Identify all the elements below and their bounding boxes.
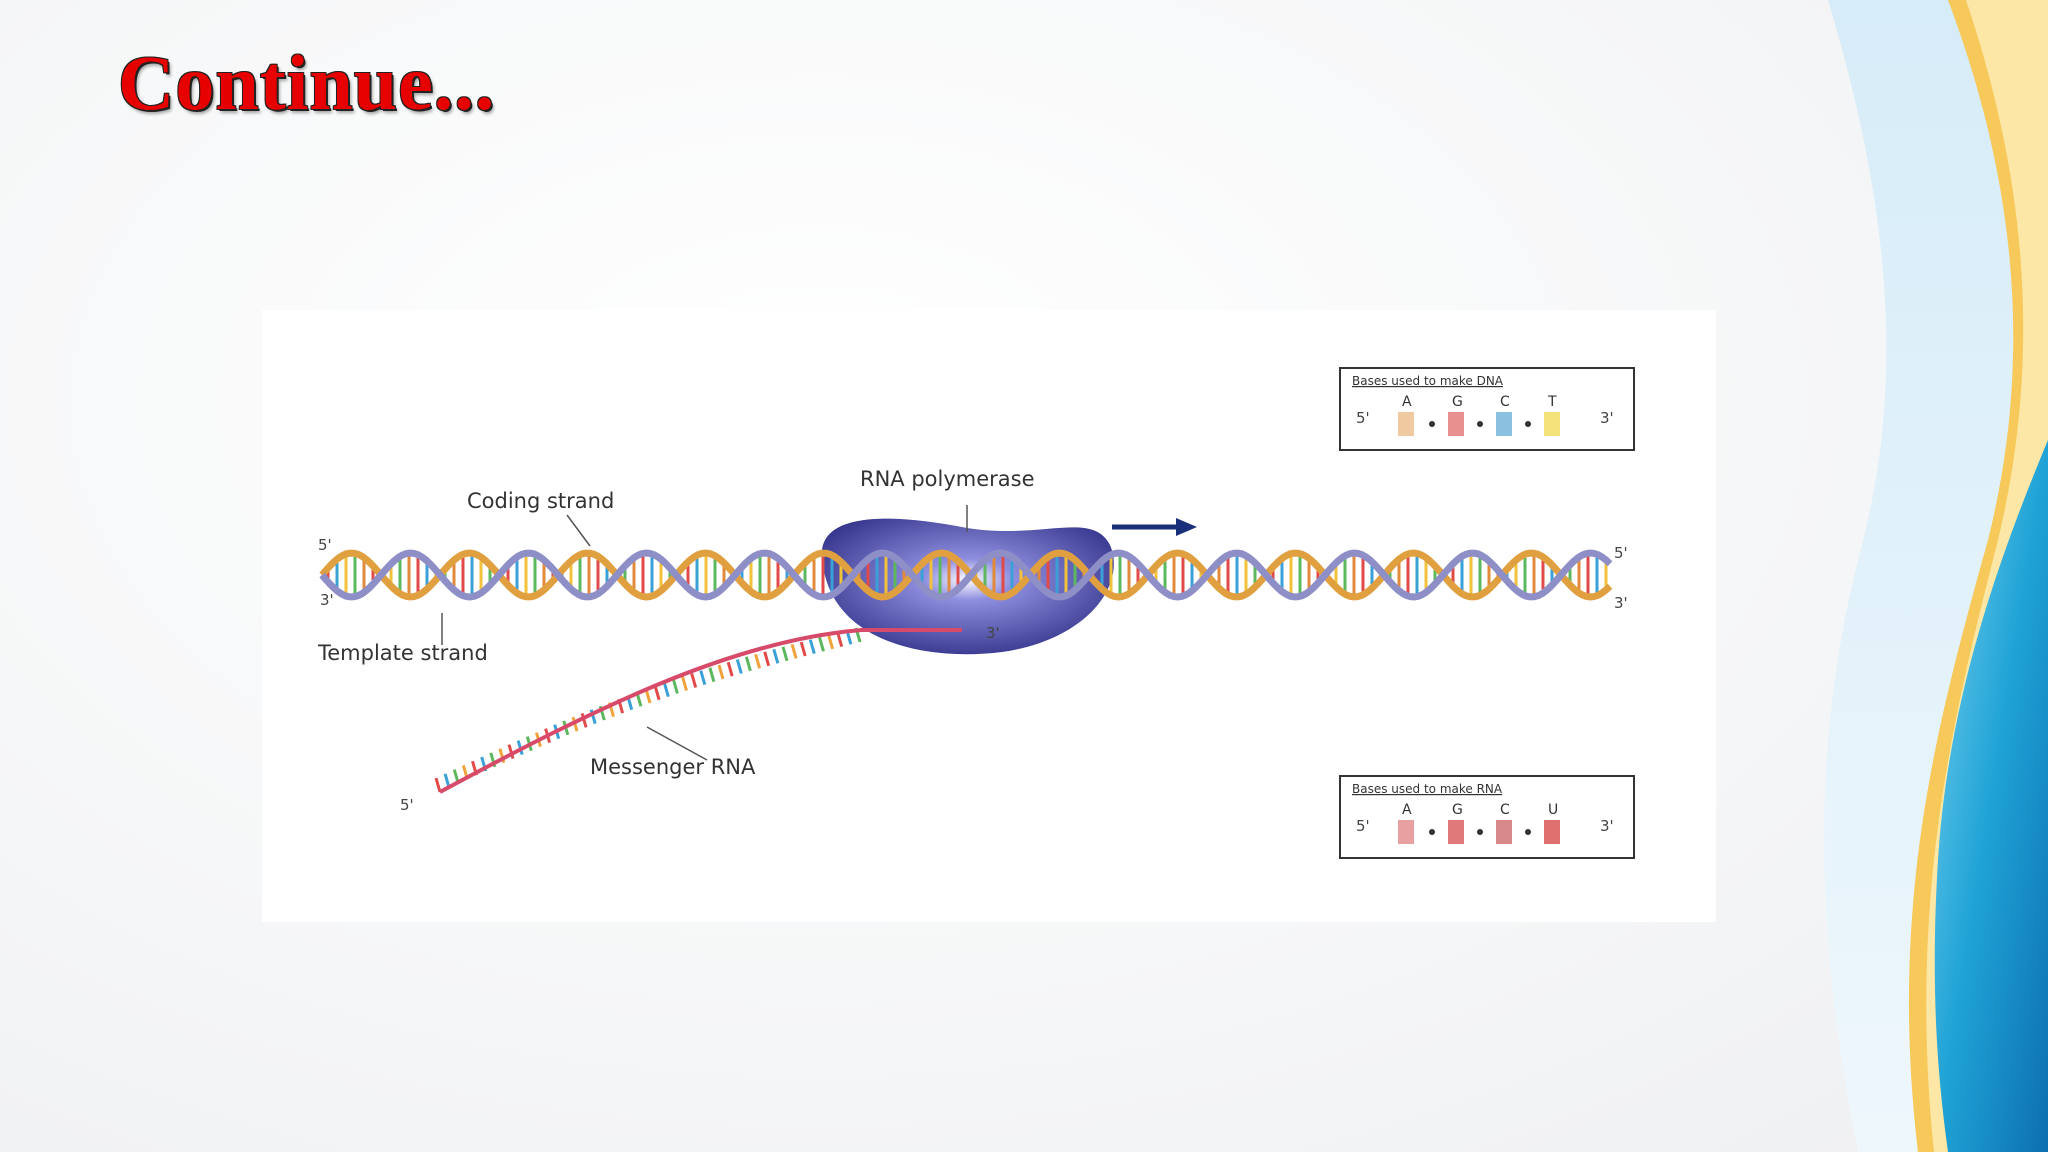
mrna-base bbox=[790, 643, 798, 659]
dna-box-title: Bases used to make DNA bbox=[1352, 374, 1504, 388]
dna-base-g: G bbox=[1452, 394, 1463, 410]
right-3-prime: 3' bbox=[1614, 594, 1628, 612]
mrna-base bbox=[818, 636, 825, 652]
dna-box-3-prime: 3' bbox=[1600, 409, 1614, 427]
mrna-base bbox=[836, 632, 844, 648]
dna-base-a: A bbox=[1402, 394, 1412, 410]
coding-strand-label: Coding strand bbox=[467, 489, 614, 513]
dna-base-t: T bbox=[1547, 394, 1557, 410]
mrna-base bbox=[744, 656, 752, 672]
dna-base-c: C bbox=[1500, 394, 1510, 410]
template-strand-label: Template strand bbox=[317, 641, 488, 665]
transcription-diagram: Coding strand Template strand RNA polyme… bbox=[262, 310, 1716, 922]
mrna-base bbox=[708, 667, 716, 683]
mrna-5-prime: 5' bbox=[400, 796, 414, 814]
dna-box-5-prime: 5' bbox=[1356, 409, 1370, 427]
rna-nucleotide-icons bbox=[1398, 820, 1560, 844]
mrna-base bbox=[717, 664, 725, 680]
mrna-base bbox=[681, 676, 688, 691]
mrna-base bbox=[726, 661, 734, 677]
rna-base-u: U bbox=[1548, 802, 1558, 818]
dna-base-pairs bbox=[326, 553, 1608, 597]
mrna-base bbox=[699, 670, 707, 686]
mrna-base bbox=[827, 634, 835, 650]
mrna-base bbox=[763, 651, 771, 667]
rna-box-5-prime: 5' bbox=[1356, 817, 1370, 835]
diagram-canvas: Coding strand Template strand RNA polyme… bbox=[317, 367, 1635, 859]
right-5-prime: 5' bbox=[1614, 544, 1628, 562]
mrna-base bbox=[653, 685, 661, 701]
rna-base-c: C bbox=[1500, 802, 1510, 818]
mrna-base bbox=[781, 646, 789, 662]
mrna-base bbox=[808, 639, 816, 655]
rna-polymerase-label: RNA polymerase bbox=[860, 467, 1035, 491]
mrna-base bbox=[507, 744, 515, 760]
mrna-base bbox=[754, 653, 762, 669]
mrna-base bbox=[735, 659, 743, 674]
rna-polymerase-shape bbox=[822, 518, 1114, 655]
dna-bases-box: Bases used to make DNA 5' 3' A G C T bbox=[1339, 367, 1635, 451]
dna-nucleotide-icons bbox=[1398, 412, 1560, 436]
messenger-rna-label: Messenger RNA bbox=[590, 755, 756, 779]
left-3-prime: 3' bbox=[320, 591, 334, 609]
decorative-wave bbox=[1824, 0, 2048, 1152]
mrna-base bbox=[580, 712, 588, 728]
dna-template-backbone bbox=[319, 549, 1613, 601]
polymerase-3-prime: 3' bbox=[986, 624, 1000, 642]
slide-title: Continue... bbox=[118, 39, 496, 126]
rna-base-a: A bbox=[1402, 802, 1412, 818]
dna-coding-backbone bbox=[319, 549, 1613, 601]
mrna-leader bbox=[646, 726, 708, 761]
rna-bases-box: Bases used to make RNA 5' 3' A G C U bbox=[1339, 775, 1635, 859]
rna-box-title: Bases used to make RNA bbox=[1352, 782, 1503, 796]
direction-arrow-icon bbox=[1112, 518, 1197, 536]
mrna-base bbox=[772, 648, 780, 664]
mrna-base bbox=[434, 777, 442, 793]
mrna-base bbox=[690, 673, 698, 688]
mrna-base bbox=[671, 679, 679, 694]
rna-base-g: G bbox=[1452, 802, 1463, 818]
mrna-strand bbox=[439, 628, 962, 794]
coding-strand-leader bbox=[566, 514, 591, 547]
mrna-base bbox=[799, 641, 807, 657]
mrna-base bbox=[662, 682, 670, 698]
left-5-prime: 5' bbox=[318, 536, 332, 554]
rna-box-3-prime: 3' bbox=[1600, 817, 1614, 835]
